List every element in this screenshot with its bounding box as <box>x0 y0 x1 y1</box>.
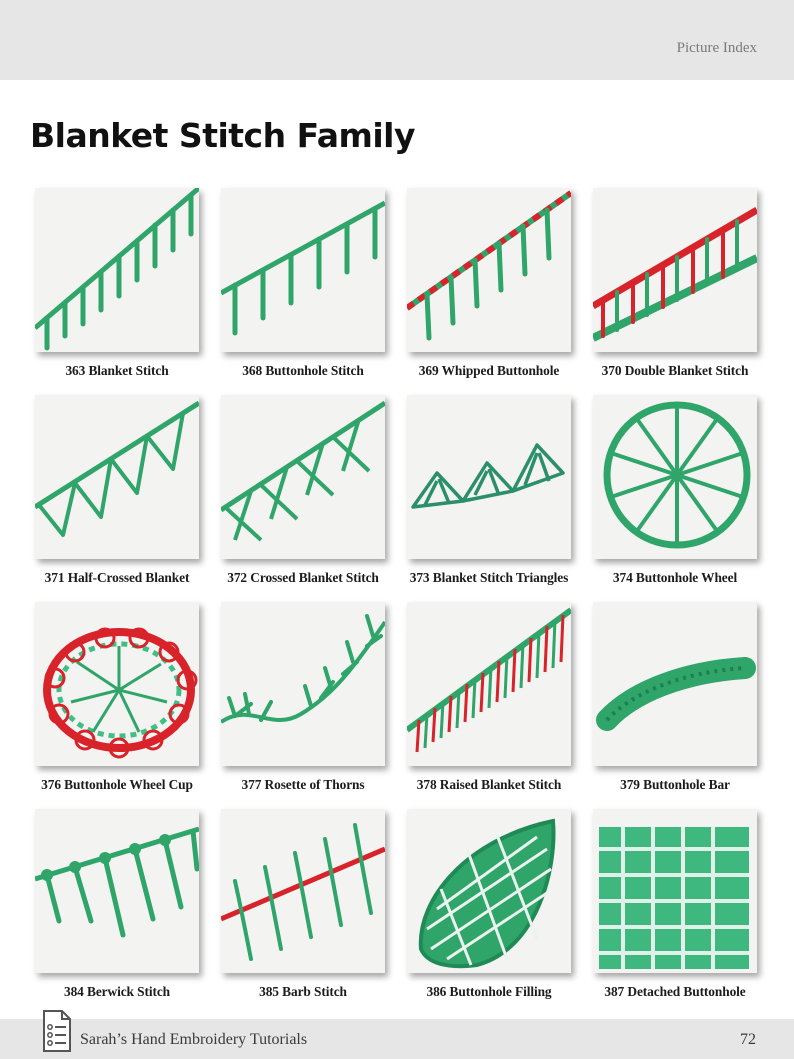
page-number: 72 <box>740 1031 756 1048</box>
rosette-of-thorns-image <box>221 602 385 766</box>
stitch-caption: 377 Rosette of Thorns <box>241 777 365 792</box>
double-blanket-image <box>593 188 757 352</box>
stitch-thumbnail[interactable] <box>407 602 571 766</box>
buttonhole-filling-image <box>407 809 571 973</box>
stitch-caption: 373 Blanket Stitch Triangles <box>409 570 569 585</box>
section-label: Picture Index <box>676 40 757 56</box>
crossed-blanket-image <box>221 395 385 559</box>
stitch-caption: 385 Barb Stitch <box>259 984 347 999</box>
blanket-stitch-image <box>35 188 199 352</box>
blanket-triangles-image <box>407 395 571 559</box>
stitch-caption: 368 Buttonhole Stitch <box>242 363 364 378</box>
whipped-buttonhole-image <box>407 188 571 352</box>
stitch-thumbnail[interactable] <box>221 395 385 559</box>
stitch-thumbnail[interactable] <box>221 602 385 766</box>
stitch-caption: 369 Whipped Buttonhole <box>418 363 560 378</box>
stitch-thumbnail[interactable] <box>407 809 571 973</box>
page-title: Blanket Stitch Family <box>30 116 416 155</box>
stitch-thumbnail[interactable] <box>221 809 385 973</box>
half-crossed-blanket-image <box>35 395 199 559</box>
stitch-thumbnail[interactable] <box>593 602 757 766</box>
stitch-caption: 387 Detached Buttonhole <box>604 984 746 999</box>
stitch-thumbnail[interactable] <box>407 188 571 352</box>
stitch-caption: 378 Raised Blanket Stitch <box>416 777 562 792</box>
stitch-thumbnail[interactable] <box>35 809 199 973</box>
stitch-caption: 363 Blanket Stitch <box>65 363 169 378</box>
buttonhole-wheel-image <box>593 395 757 559</box>
book-title: Sarah’s Hand Embroidery Tutorials <box>80 1031 308 1048</box>
stitch-caption: 384 Berwick Stitch <box>63 984 171 999</box>
barb-stitch-image <box>221 809 385 973</box>
stitch-caption: 372 Crossed Blanket Stitch <box>227 570 379 585</box>
stitch-thumbnail[interactable] <box>35 602 199 766</box>
detached-buttonhole-image <box>593 809 757 973</box>
stitch-caption: 386 Buttonhole Filling <box>426 984 552 999</box>
stitch-thumbnail[interactable] <box>593 188 757 352</box>
buttonhole-bar-image <box>593 602 757 766</box>
stitch-thumbnail[interactable] <box>593 809 757 973</box>
stitch-caption: 379 Buttonhole Bar <box>620 777 730 792</box>
buttonhole-wheel-cup-image <box>35 602 199 766</box>
book-list-icon <box>43 1010 71 1052</box>
stitch-thumbnail[interactable] <box>407 395 571 559</box>
stitch-caption: 370 Double Blanket Stitch <box>601 363 749 378</box>
stitch-thumbnail[interactable] <box>35 188 199 352</box>
stitch-thumbnail[interactable] <box>593 395 757 559</box>
stitch-thumbnail[interactable] <box>35 395 199 559</box>
stitch-caption: 371 Half-Crossed Blanket <box>44 570 190 585</box>
stitch-thumbnail[interactable] <box>221 188 385 352</box>
stitch-caption: 374 Buttonhole Wheel <box>612 570 738 585</box>
raised-blanket-image <box>407 602 571 766</box>
top-header-bar: Picture Index <box>0 0 794 80</box>
footer-bar: Sarah’s Hand Embroidery Tutorials 72 <box>0 1010 794 1059</box>
berwick-stitch-image <box>35 809 199 973</box>
buttonhole-stitch-image <box>221 188 385 352</box>
stitch-caption: 376 Buttonhole Wheel Cup <box>41 777 193 792</box>
